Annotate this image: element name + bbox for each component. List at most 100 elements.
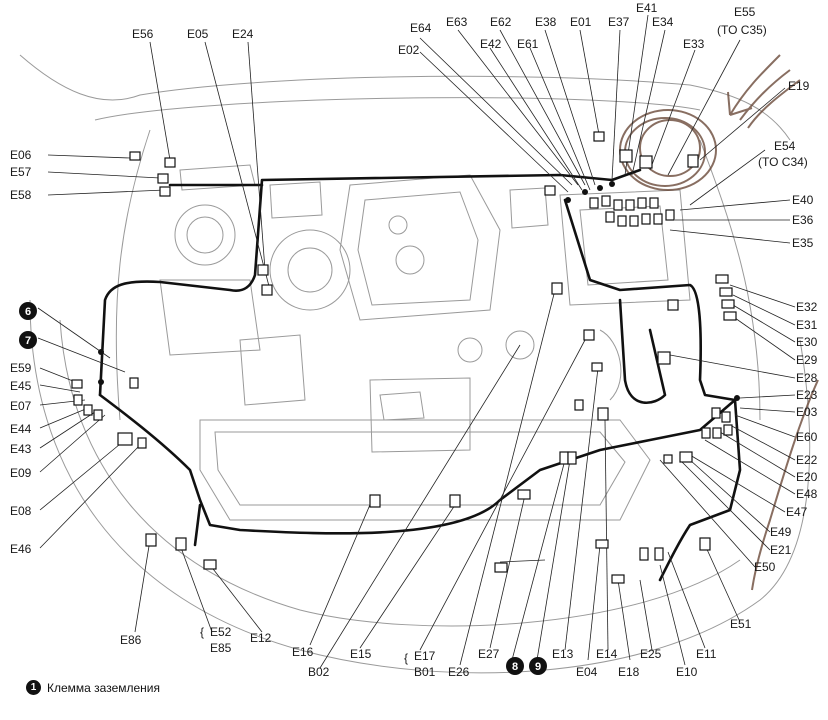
connectors <box>71 131 737 584</box>
label-E59: E59 <box>10 361 32 375</box>
label-E06: E06 <box>10 148 32 162</box>
label-E33: E33 <box>683 37 705 51</box>
legend-text: Клемма заземления <box>47 680 161 695</box>
connector-E05 <box>261 284 273 296</box>
label-E14: E14 <box>596 647 618 661</box>
label-E86: E86 <box>120 633 142 647</box>
label-E63: E63 <box>446 15 468 29</box>
ground-badge-8: 8 <box>506 657 524 675</box>
svg-text:7: 7 <box>25 335 31 347</box>
label-E57: E57 <box>10 165 32 179</box>
label-E38: E38 <box>535 15 557 29</box>
label-E58: E58 <box>10 188 32 202</box>
labels-right: E40 E36 E35 E32 E31 E30 E29 E28 E23 E03 … <box>730 193 818 631</box>
label-B01: B01 <box>414 665 436 679</box>
vehicle-outline <box>19 54 811 674</box>
label-E12: E12 <box>250 631 272 645</box>
label-E17: E17 <box>414 649 436 663</box>
label-E54-to: (TO C34) <box>758 155 808 169</box>
label-E44: E44 <box>10 422 32 436</box>
label-E10: E10 <box>676 665 698 679</box>
ground-badge-9: 9 <box>529 657 547 675</box>
svg-text:9: 9 <box>535 661 541 673</box>
label-E28: E28 <box>796 371 818 385</box>
label-E34: E34 <box>652 15 674 29</box>
label-E56: E56 <box>132 27 154 41</box>
label-E47: E47 <box>786 505 808 519</box>
label-E48: E48 <box>796 487 818 501</box>
label-E07: E07 <box>10 399 32 413</box>
connector-E64 <box>544 185 556 196</box>
label-E20: E20 <box>796 470 818 484</box>
connector-E06 <box>129 151 141 161</box>
label-E60: E60 <box>796 430 818 444</box>
label-E49: E49 <box>770 525 792 539</box>
label-E11: E11 <box>696 647 717 661</box>
label-E52: E52 <box>210 625 232 639</box>
wiring-harness <box>98 168 742 582</box>
label-E22: E22 <box>796 453 818 467</box>
label-E02: E02 <box>398 43 420 57</box>
ground-badge-7: 7 <box>19 331 37 349</box>
label-E19: E19 <box>788 79 810 93</box>
svg-text:6: 6 <box>25 306 31 318</box>
label-E36: E36 <box>792 213 814 227</box>
label-E25: E25 <box>640 647 662 661</box>
label-E31: E31 <box>796 318 818 332</box>
connector-E24 <box>257 264 269 276</box>
label-E45: E45 <box>10 379 32 393</box>
hand-drawn-annotation <box>619 54 819 591</box>
svg-text:8: 8 <box>512 661 518 673</box>
label-E35: E35 <box>792 236 814 250</box>
label-E61: E61 <box>517 37 539 51</box>
junction-dots <box>98 181 740 401</box>
label-E26: E26 <box>448 665 470 679</box>
label-E03: E03 <box>796 405 818 419</box>
label-E55-to: (TO C35) <box>717 23 767 37</box>
label-E54: E54 <box>774 139 796 153</box>
label-E21: E21 <box>770 543 792 557</box>
label-E32: E32 <box>796 300 818 314</box>
label-E24: E24 <box>232 27 254 41</box>
connector-E58 <box>159 186 171 197</box>
label-E30: E30 <box>796 335 818 349</box>
label-E50: E50 <box>754 560 776 574</box>
label-E16: E16 <box>292 645 314 659</box>
labels-left: E06 E57 E58 E59 E45 E07 E44 E43 E09 E08 … <box>10 148 32 556</box>
label-E51: E51 <box>730 617 752 631</box>
label-E62: E62 <box>490 15 512 29</box>
label-E55: E55 <box>734 5 756 19</box>
labels-top: E56 E05 E24 E64 E63 E62 E38 E01 E37 E41 … <box>132 1 810 169</box>
ground-badge-6: 6 <box>19 302 37 320</box>
label-E27: E27 <box>478 647 500 661</box>
connector-E57 <box>157 173 169 184</box>
label-E29: E29 <box>796 353 818 367</box>
connector-E01 <box>593 131 605 142</box>
label-E23: E23 <box>796 388 818 402</box>
leader-lines <box>37 14 796 669</box>
label-E01: E01 <box>570 15 592 29</box>
legend-badge: 1 <box>26 680 41 695</box>
label-E13: E13 <box>552 647 574 661</box>
label-B02: B02 <box>308 665 330 679</box>
label-E08: E08 <box>10 504 32 518</box>
label-E85: E85 <box>210 641 232 655</box>
label-E15: E15 <box>350 647 372 661</box>
label-E46: E46 <box>10 542 32 556</box>
label-E09: E09 <box>10 466 32 480</box>
label-E40: E40 <box>792 193 814 207</box>
label-E42: E42 <box>480 37 502 51</box>
brace-E17-B01: { <box>404 651 408 665</box>
label-E18: E18 <box>618 665 640 679</box>
label-E64: E64 <box>410 21 432 35</box>
ground-badges: 6 7 8 9 <box>19 302 547 675</box>
label-E43: E43 <box>10 442 32 456</box>
label-E37: E37 <box>608 15 630 29</box>
legend: 1 Клемма заземления <box>26 680 160 695</box>
connector-E56 <box>164 157 176 168</box>
label-E05: E05 <box>187 27 209 41</box>
label-E41: E41 <box>636 1 658 15</box>
label-E04: E04 <box>576 665 598 679</box>
